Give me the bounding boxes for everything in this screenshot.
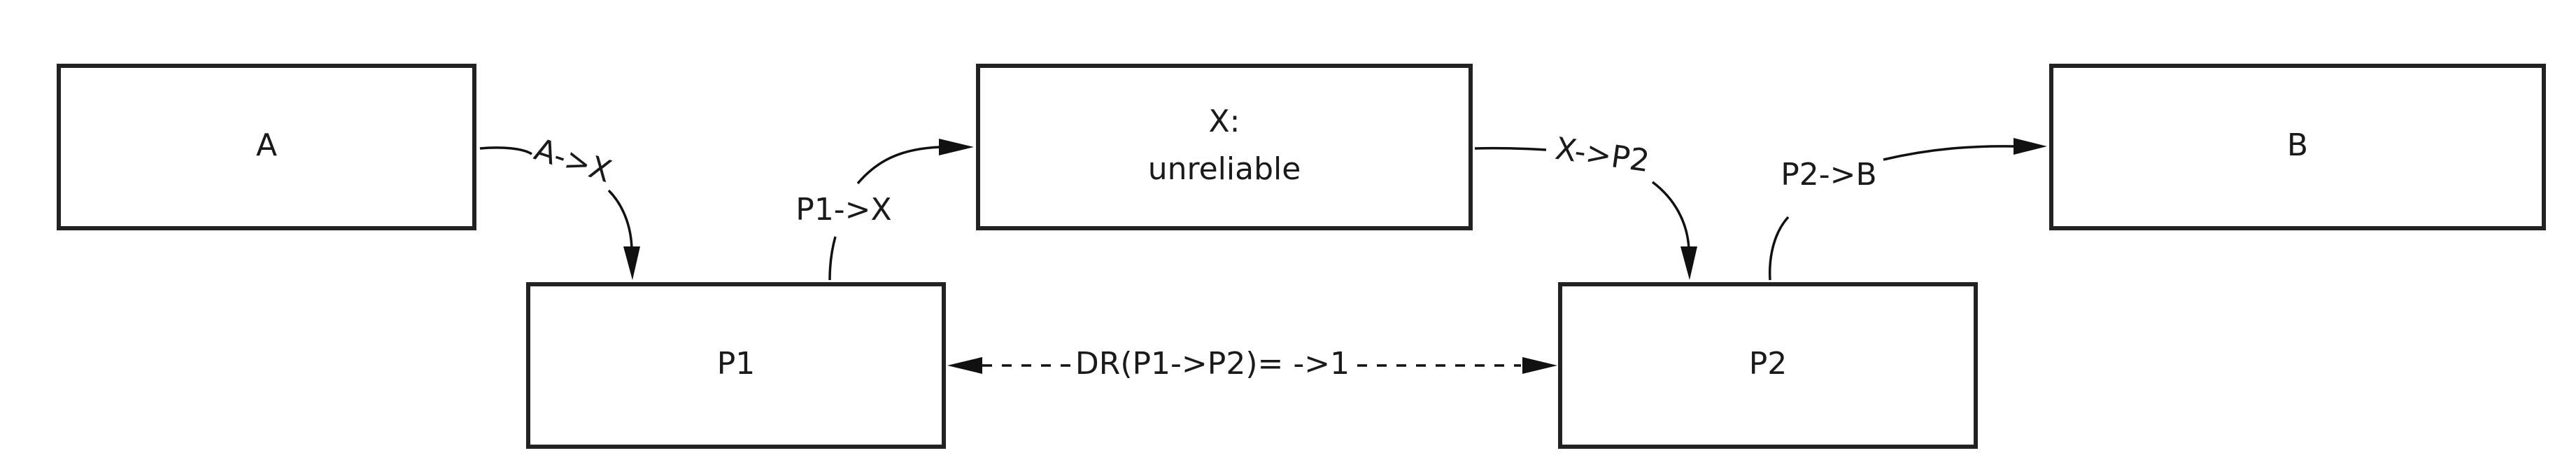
edge-x-to-p2-line-end <box>1651 181 1690 249</box>
node-p2-box <box>1558 282 1978 449</box>
node-b: B <box>2049 64 2546 230</box>
node-b-label: B <box>2287 127 2308 163</box>
edge-p2-to-b-line-end <box>1883 145 2016 161</box>
edge-a-to-p1-line-start <box>479 146 532 155</box>
node-a: A <box>57 64 476 230</box>
node-p1-box <box>526 282 946 449</box>
node-a-box <box>57 64 476 230</box>
edge-p2-to-b-label: P2->B <box>1781 157 1876 193</box>
node-x-box <box>976 64 1473 230</box>
node-b-box <box>2049 64 2546 230</box>
edge-x-to-p2-label: X->P2 <box>1553 131 1652 179</box>
edge-a-to-p1-line-end <box>607 189 633 249</box>
node-p2-label: P2 <box>1749 346 1788 382</box>
node-p1: P1 <box>526 282 946 449</box>
edge-p2-to-b: P2->B <box>1768 138 2047 281</box>
edge-a-to-p1-label: A->X <box>530 132 616 190</box>
edge-a-to-p1: A->X <box>479 132 640 280</box>
edge-p2-to-b-line-start <box>1768 216 1790 281</box>
node-a-label: A <box>256 127 277 163</box>
edge-p1-p2-label: DR(P1->P2)= ->1 <box>1075 346 1350 382</box>
edge-p1-p2-dashed: DR(P1->P2)= ->1 <box>947 346 1557 382</box>
edge-x-to-p2-arrowhead <box>1680 246 1697 280</box>
edge-p1-to-x-line-end <box>856 146 942 185</box>
node-p2: P2 <box>1558 282 1978 449</box>
node-x: X: unreliable <box>976 64 1473 230</box>
edge-p1-to-x: P1->X <box>795 139 974 281</box>
edge-x-to-p2-line-start <box>1474 146 1547 151</box>
node-x-label-line2: unreliable <box>1148 151 1301 187</box>
node-x-label-line1: X: <box>1209 104 1240 139</box>
edge-p1-to-x-line-start <box>828 236 837 281</box>
edge-p1-p2-arrowhead-left <box>947 357 982 374</box>
node-p1-label: P1 <box>717 346 756 382</box>
edge-a-to-p1-arrowhead <box>623 246 640 280</box>
edge-x-to-p2: X->P2 <box>1474 131 1697 280</box>
edge-p2-to-b-arrowhead <box>2014 138 2047 155</box>
edge-p1-to-x-arrowhead <box>939 139 974 155</box>
edge-p1-to-x-label: P1->X <box>795 192 891 228</box>
edge-p1-p2-arrowhead-right <box>1522 357 1557 374</box>
